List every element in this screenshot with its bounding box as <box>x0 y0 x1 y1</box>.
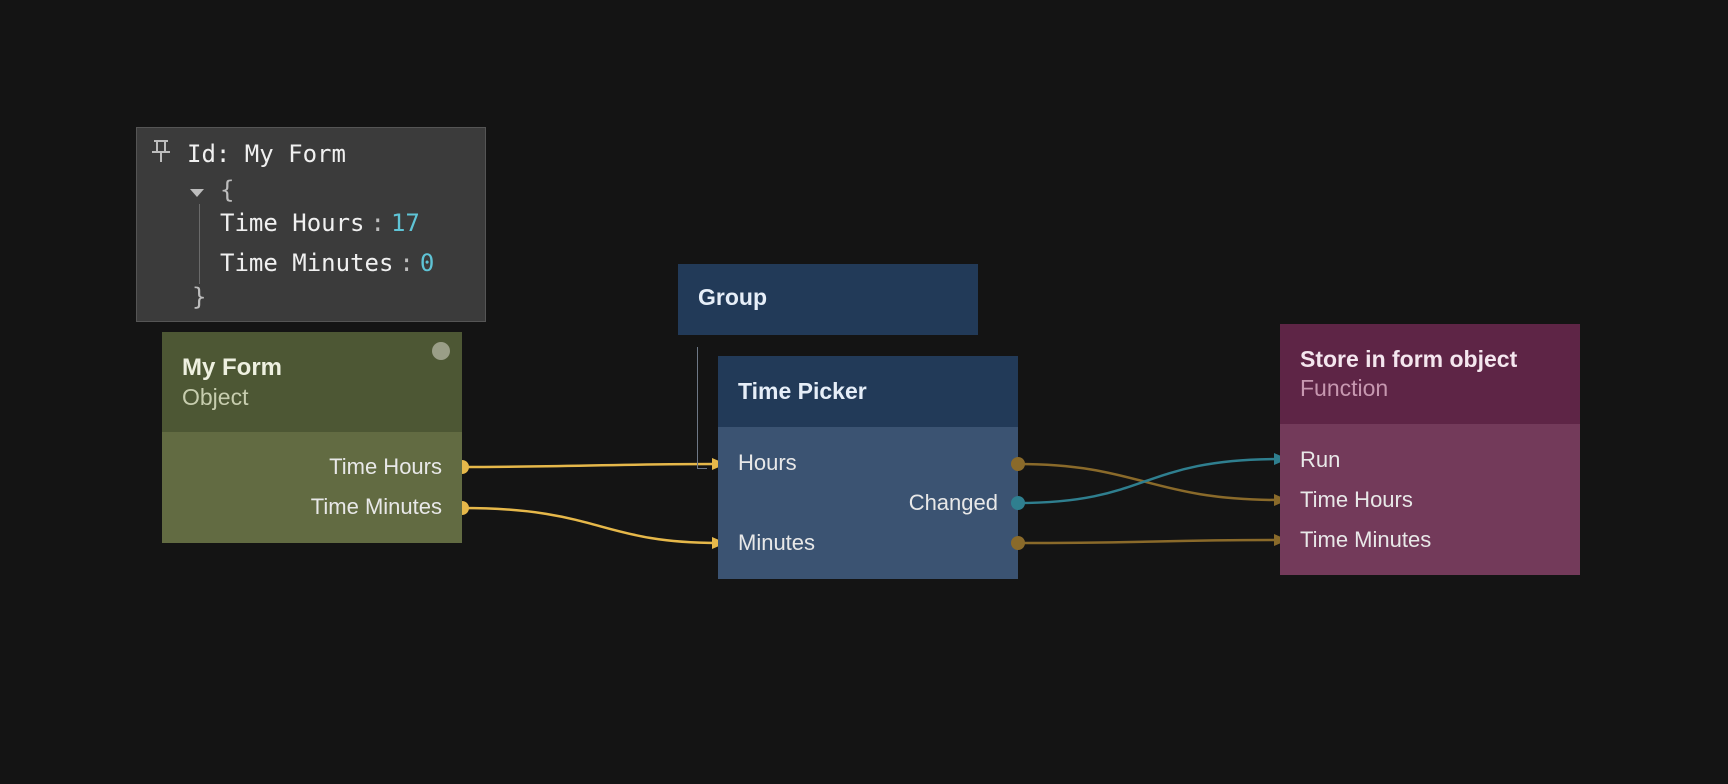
node-header[interactable]: Time Picker <box>718 356 1018 427</box>
node-group[interactable]: Group <box>678 264 978 335</box>
wire-time-minutes-to-minutes[interactable] <box>461 506 719 545</box>
node-store-in-form-object[interactable]: Store in form object Function Run Time H… <box>1280 324 1580 575</box>
inspector-row-time-minutes: Time Minutes:0 <box>220 249 434 277</box>
group-child-connector <box>697 347 698 469</box>
inspector-colon: : <box>370 209 385 237</box>
node-header[interactable]: My Form Object <box>162 332 462 432</box>
node-my-form[interactable]: My Form Object Time Hours Time Minutes <box>162 332 462 543</box>
data-inspector-popup[interactable]: Id: My Form { Time Hours:17 Time Minutes… <box>136 127 486 322</box>
input-label-time-minutes: Time Minutes <box>1300 527 1432 552</box>
collapse-triangle-icon[interactable] <box>190 189 204 197</box>
group-child-connector <box>697 468 707 469</box>
inspector-colon: : <box>399 249 414 277</box>
inspector-key: Time Hours <box>220 209 365 237</box>
inspector-row-time-hours: Time Hours:17 <box>220 209 420 237</box>
node-title: My Form <box>182 354 283 381</box>
close-brace: } <box>192 283 207 311</box>
node-subtitle: Object <box>182 384 249 410</box>
node-title: Store in form object <box>1300 346 1518 372</box>
node-body: Time Hours Time Minutes <box>162 432 462 543</box>
inspector-key: Time Minutes <box>220 249 394 277</box>
output-label-time-minutes: Time Minutes <box>310 494 442 519</box>
open-brace: { <box>220 176 235 204</box>
inspector-value: 0 <box>419 249 435 277</box>
status-indicator-icon <box>432 342 450 360</box>
wire-time-hours-to-hours[interactable] <box>461 462 719 469</box>
node-header[interactable]: Store in form object Function <box>1280 324 1580 424</box>
input-label-minutes: Minutes <box>738 530 816 555</box>
wire-hours-to-time-hours[interactable] <box>1017 462 1281 502</box>
output-label-changed: Changed <box>908 490 998 515</box>
output-label-time-hours: Time Hours <box>329 454 442 479</box>
json-indent-guide <box>199 204 200 284</box>
node-body: Hours Changed Minutes <box>718 427 1018 579</box>
input-label-time-hours: Time Hours <box>1300 487 1413 512</box>
input-label-run: Run <box>1300 447 1341 472</box>
node-time-picker[interactable]: Time Picker Hours Changed Minutes <box>718 356 1018 579</box>
node-title: Group <box>698 284 767 310</box>
wire-minutes-to-time-minutes[interactable] <box>1017 538 1281 545</box>
node-title: Time Picker <box>738 378 867 404</box>
pin-icon[interactable] <box>151 138 171 164</box>
input-label-hours: Hours <box>738 450 797 475</box>
node-body: Run Time Hours Time Minutes <box>1280 424 1580 575</box>
inspector-title: Id: My Form <box>187 140 346 168</box>
wire-changed-to-run[interactable] <box>1017 457 1281 505</box>
inspector-value: 17 <box>390 209 420 237</box>
node-subtitle: Function <box>1300 375 1389 401</box>
